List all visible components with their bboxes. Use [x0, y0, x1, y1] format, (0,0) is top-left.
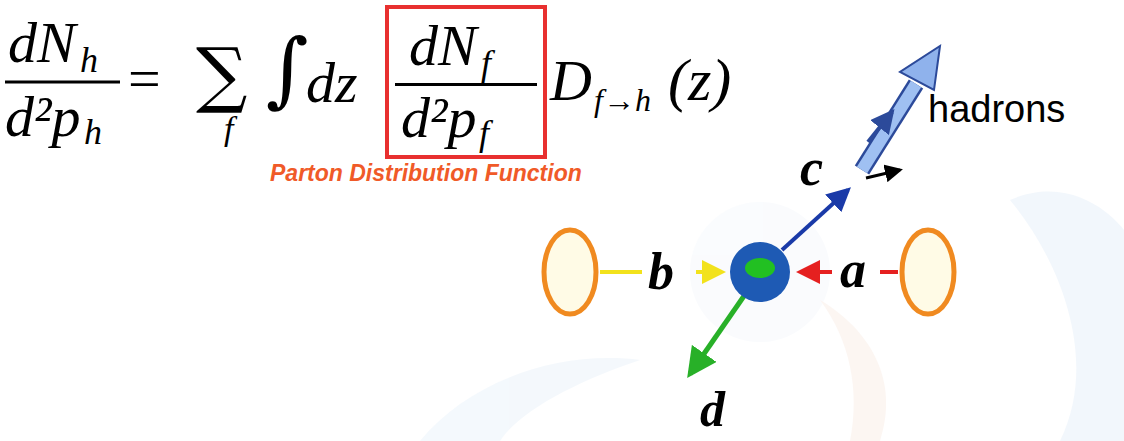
- subscript: h: [80, 42, 98, 78]
- integral-sign: ∫: [266, 28, 309, 110]
- subscript: f: [479, 115, 489, 151]
- fraction-bar: [395, 83, 537, 86]
- subscript: f→h: [594, 84, 651, 116]
- math-symbol: d²p: [401, 89, 476, 147]
- collision-core: [745, 258, 775, 278]
- parton-arrow: [800, 270, 832, 274]
- parton-arrow: [880, 270, 898, 274]
- subscript: h: [84, 114, 102, 150]
- subscript: f: [481, 45, 491, 81]
- math-symbol: dN: [409, 17, 477, 75]
- fraction-bar: [5, 81, 120, 84]
- math-symbol: dN: [8, 14, 76, 72]
- subscript: f: [224, 112, 233, 146]
- particle-label: hadrons: [928, 90, 1065, 128]
- parton-label: d: [700, 384, 725, 434]
- annotation: Parton Distribution Function: [270, 162, 582, 185]
- parton-arrow: [782, 190, 848, 250]
- parton-arrow: [690, 296, 744, 374]
- parton-label: a: [840, 244, 866, 296]
- math-symbol: D: [550, 52, 592, 110]
- sum-sign: ∑: [196, 38, 247, 110]
- watermark: [420, 192, 1124, 441]
- parton-label: b: [648, 246, 674, 298]
- equals-sign: =: [128, 50, 161, 108]
- beam-oval: [544, 230, 596, 314]
- parton-label: c: [800, 142, 823, 194]
- parton-arrow: [600, 270, 642, 274]
- beam-oval: [902, 230, 954, 314]
- highlight-box: dNfd²pf: [385, 5, 547, 159]
- math-symbol: dz: [306, 54, 358, 112]
- math-symbol: (z): [668, 50, 731, 110]
- collision-circle: [730, 242, 790, 302]
- math-symbol: d²p: [5, 88, 80, 146]
- parton-arrow: [696, 270, 722, 274]
